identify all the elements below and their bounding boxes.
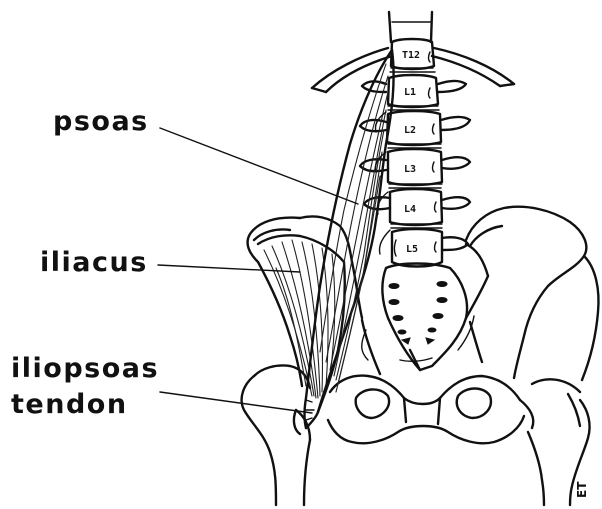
pubic-region <box>328 376 533 444</box>
spinal-column <box>389 12 432 42</box>
vertebra-label: L1 <box>404 87 416 98</box>
psoas-label: psoas <box>53 108 149 135</box>
psoas-leader-line <box>160 128 358 204</box>
vertebra-label: L2 <box>404 125 416 136</box>
iliacus-leader-line <box>158 265 300 272</box>
vertebra-label: L3 <box>404 164 416 175</box>
iliopsoas-tendon-leader-line <box>160 392 312 413</box>
tendon-label: tendon <box>11 391 128 418</box>
vertebra-label: L4 <box>404 204 416 215</box>
psoas-muscle <box>305 50 394 428</box>
vertebra-label: L5 <box>406 244 418 255</box>
iliopsoas-label: iliopsoas <box>11 355 159 382</box>
right-ilium <box>458 207 586 378</box>
vertebra-label: T12 <box>402 50 420 61</box>
iliacus-label: iliacus <box>40 249 148 276</box>
vertebrae-stack <box>360 39 470 267</box>
leader-lines <box>158 128 358 413</box>
left-femur <box>242 365 310 505</box>
artist-initials: ET <box>575 481 589 498</box>
sacrum <box>382 264 467 371</box>
right-femur <box>528 256 598 505</box>
